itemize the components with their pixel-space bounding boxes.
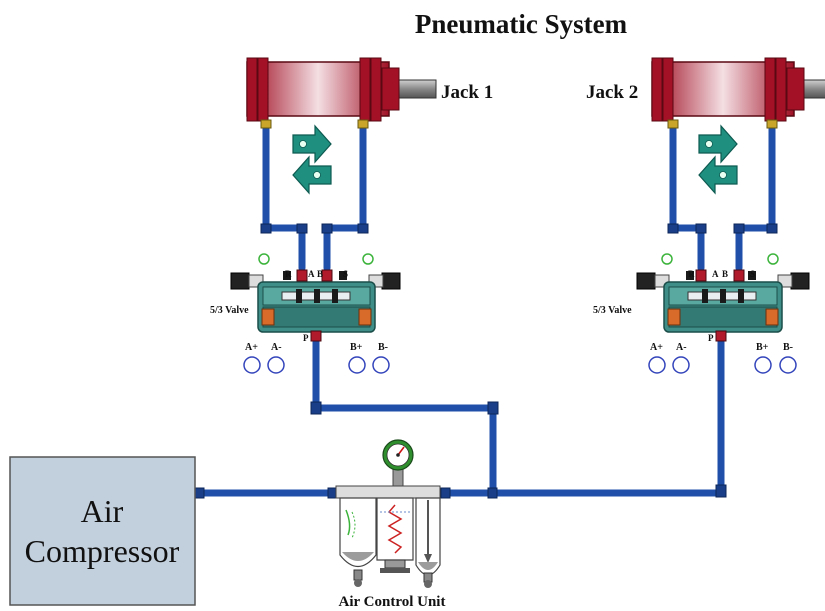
valve-1-btn-label-b-minus: B-	[378, 342, 388, 353]
pipe-valve1-supply	[312, 331, 497, 497]
jack-1-rod	[398, 79, 437, 99]
valve-1-port-s: S	[343, 269, 348, 279]
valve-1-indicator-right	[362, 253, 374, 265]
valve-1-button-b-plus[interactable]	[348, 356, 366, 374]
pipe-jack2-b	[735, 121, 776, 272]
valve-2-button-a-minus[interactable]	[672, 356, 690, 374]
valve-2-label: 5/3 Valve	[593, 305, 632, 316]
air-control-unit-label: Air Control Unit	[339, 594, 446, 610]
valve-2-btn-label-a-plus: A+	[650, 342, 663, 353]
valve-1-port-p: P	[303, 333, 309, 343]
valve-1[interactable]	[230, 269, 401, 342]
valve-2-button-a-plus[interactable]	[648, 356, 666, 374]
valve-1-btn-label-b-plus: B+	[350, 342, 363, 353]
air-control-unit[interactable]	[335, 439, 441, 588]
valve-1-button-a-minus[interactable]	[267, 356, 285, 374]
extend-arrow-icon	[292, 125, 332, 163]
pipe-jack1-b	[323, 121, 367, 272]
jack-2-rod	[803, 79, 825, 99]
retract-arrow-icon	[292, 156, 332, 194]
air-compressor-label-line2: Compressor	[25, 533, 180, 569]
valve-1-label: 5/3 Valve	[210, 305, 249, 316]
air-compressor-label-line1: Air	[81, 493, 124, 529]
jack-1-direction-arrows	[292, 125, 332, 194]
valve-2-button-b-minus[interactable]	[779, 356, 797, 374]
page-title: Pneumatic System	[415, 9, 628, 39]
valve-2[interactable]	[636, 269, 810, 342]
extend-arrow-icon	[698, 125, 738, 163]
jack-1[interactable]	[246, 57, 437, 129]
pipe-jack1-a	[262, 121, 306, 272]
jack-2[interactable]	[651, 57, 825, 129]
valve-2-port-s: S	[750, 269, 755, 279]
valve-1-indicator-left	[258, 253, 270, 265]
valve-2-indicator-right	[767, 253, 779, 265]
valve-1-port-b: B	[317, 269, 323, 279]
valve-2-btn-label-b-minus: B-	[783, 342, 793, 353]
pipe-fittings	[194, 223, 778, 499]
valve-1-port-r: R	[285, 269, 292, 279]
valve-2-btn-label-a-minus: A-	[676, 342, 687, 353]
valve-2-btn-label-b-plus: B+	[756, 342, 769, 353]
jack-1-label: Jack 1	[441, 82, 493, 103]
valve-1-btn-label-a-minus: A-	[271, 342, 282, 353]
jack-2-direction-arrows	[698, 125, 738, 194]
retract-arrow-icon	[698, 156, 738, 194]
valve-2-port-a: A	[712, 269, 719, 279]
jack-2-label: Jack 2	[586, 82, 638, 103]
valve-2-indicator-left	[661, 253, 673, 265]
valve-2-port-b: B	[722, 269, 728, 279]
valve-1-button-b-minus[interactable]	[372, 356, 390, 374]
valve-2-button-b-plus[interactable]	[754, 356, 772, 374]
air-compressor-box	[9, 456, 196, 606]
filter-bowl	[339, 497, 377, 568]
valve-2-port-p: P	[708, 333, 714, 343]
pipe-jack2-a	[669, 121, 705, 272]
valve-1-btn-label-a-plus: A+	[245, 342, 258, 353]
valve-2-port-r: R	[688, 269, 695, 279]
valve-1-port-a: A	[308, 269, 315, 279]
valve-1-button-a-plus[interactable]	[243, 356, 261, 374]
air-compressor[interactable]	[9, 456, 196, 606]
